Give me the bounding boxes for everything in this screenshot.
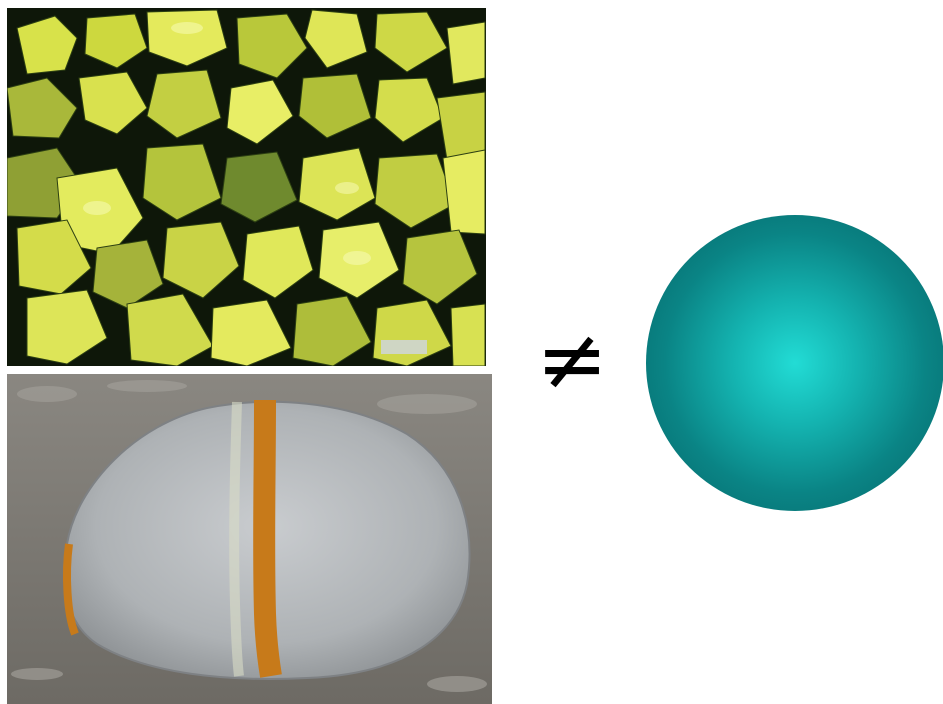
boulder-illustration [7,374,492,704]
scale-bar-icon [381,340,427,354]
boulder-photo [7,374,492,704]
not-equal-symbol: ≠ [535,310,609,410]
mineral-grains-illustration [7,8,486,366]
teal-sphere [646,215,943,511]
mineral-grains-photo [7,8,486,366]
